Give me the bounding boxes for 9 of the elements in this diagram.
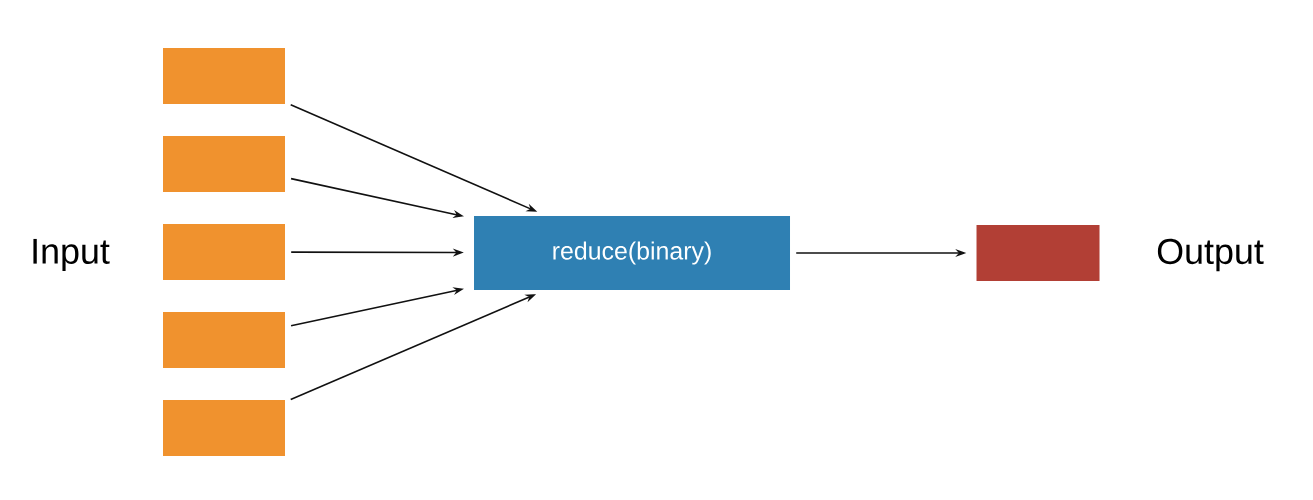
box <box>163 224 285 280</box>
box <box>163 136 285 192</box>
box <box>163 400 285 456</box>
box <box>976 225 1100 281</box>
box <box>163 312 285 368</box>
process-box: reduce(binary) <box>474 216 790 290</box>
side-label: Input <box>33 238 110 272</box>
box <box>163 48 285 104</box>
side-label: Output <box>1157 238 1264 272</box>
